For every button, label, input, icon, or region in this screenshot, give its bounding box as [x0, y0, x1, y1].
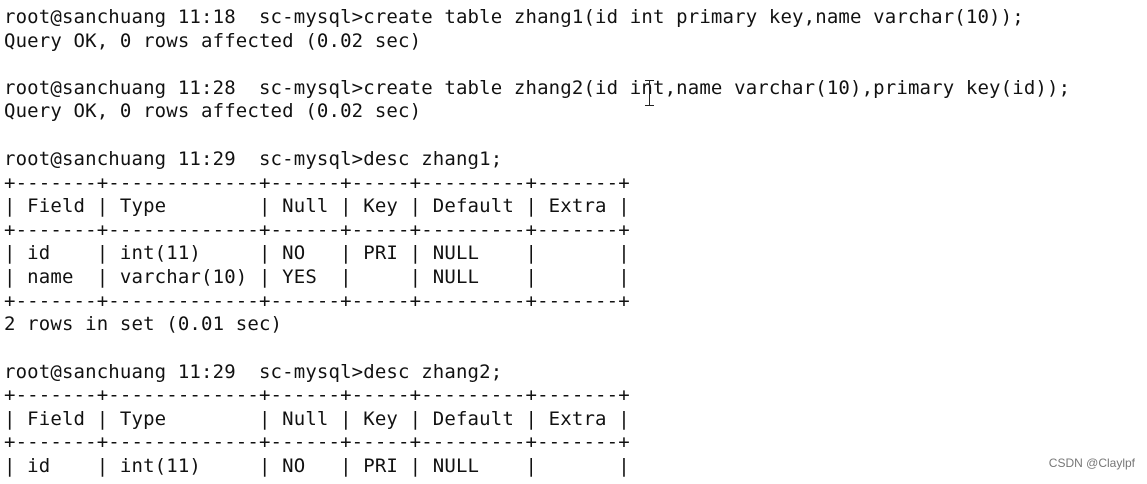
table-row: | id | int(11) | NO | PRI | NULL | |: [4, 242, 630, 264]
table-row: | name | varchar(10) | YES | | NULL | |: [4, 266, 630, 288]
terminal-line-command: root@sanchuang 11:18 sc-mysql>create tab…: [4, 6, 1024, 28]
terminal-line-command: root@sanchuang 11:29 sc-mysql>desc zhang…: [4, 148, 503, 170]
text-cursor-icon: [645, 80, 654, 106]
table-border-line: +-------+-------------+------+-----+----…: [4, 219, 630, 241]
table-border-line: +-------+-------------+------+-----+----…: [4, 290, 630, 312]
terminal-line-command: root@sanchuang 11:29 sc-mysql>desc zhang…: [4, 361, 503, 383]
terminal-line-command: root@sanchuang 11:28 sc-mysql>create tab…: [4, 77, 1071, 99]
table-row: | id | int(11) | NO | PRI | NULL | |: [4, 455, 630, 477]
table-border-line: +-------+-------------+------+-----+----…: [4, 384, 630, 406]
terminal-line-output: 2 rows in set (0.01 sec): [4, 313, 283, 335]
table-header-row: | Field | Type | Null | Key | Default | …: [4, 195, 630, 217]
terminal-line-output: Query OK, 0 rows affected (0.02 sec): [4, 100, 422, 122]
terminal-line-output: Query OK, 0 rows affected (0.02 sec): [4, 30, 422, 52]
table-border-line: +-------+-------------+------+-----+----…: [4, 172, 630, 194]
table-border-line: +-------+-------------+------+-----+----…: [4, 431, 630, 453]
table-header-row: | Field | Type | Null | Key | Default | …: [4, 408, 630, 430]
watermark-label: CSDN @Claylpf: [1048, 456, 1135, 470]
